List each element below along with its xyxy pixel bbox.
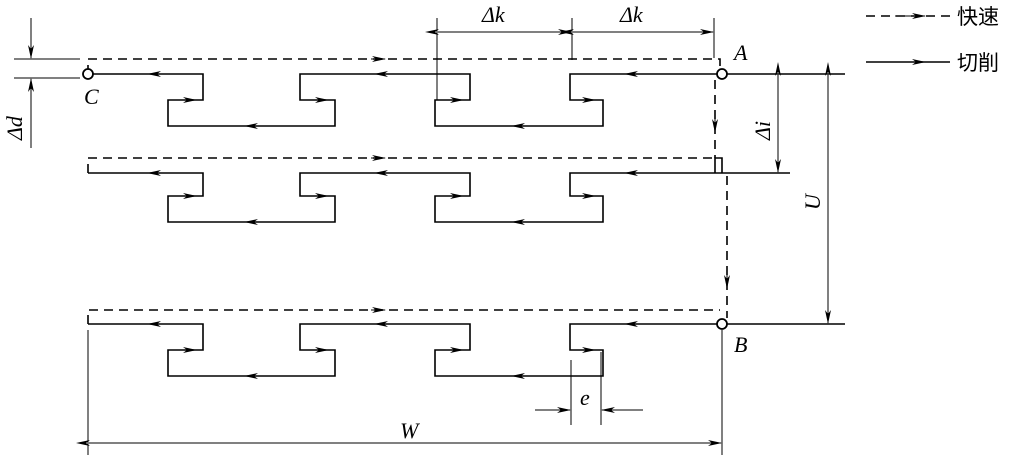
rapid-feed-vertical	[714, 80, 728, 318]
point-c-label: C	[84, 84, 99, 109]
u-label: U	[800, 192, 825, 210]
cut-path-row-1	[88, 73, 845, 127]
delta-i-dimension: Δi	[750, 62, 781, 173]
delta-k-dimension: Δk Δk	[425, 2, 715, 100]
delta-d-label: Δd	[2, 115, 27, 141]
delta-k-label-1: Δk	[481, 2, 506, 27]
w-label: W	[400, 418, 420, 443]
legend-rapid-label: 快速	[957, 5, 999, 29]
u-dimension: U	[800, 62, 831, 324]
rapid-return-row-2	[87, 157, 715, 173]
point-c-marker	[82, 68, 94, 80]
cut-path-row-2	[88, 157, 790, 223]
e-label: e	[580, 385, 590, 410]
cut-path-row-3	[88, 323, 845, 377]
delta-k-label-2: Δk	[619, 2, 644, 27]
delta-d-dimension: Δd	[2, 18, 80, 148]
point-b-label: B	[734, 332, 747, 357]
legend-cut-label: 切削	[957, 51, 999, 75]
point-a-label: A	[732, 40, 748, 65]
point-b-marker	[716, 318, 728, 330]
direction-arrows	[147, 56, 730, 379]
e-dimension: e	[535, 352, 643, 425]
rapid-return-row-1	[87, 58, 721, 74]
delta-i-label: Δi	[750, 121, 775, 141]
w-dimension: W	[76, 330, 723, 455]
rapid-return-row-3	[87, 309, 720, 324]
legend: 快速 切削	[866, 5, 999, 75]
point-a-marker	[716, 68, 728, 80]
